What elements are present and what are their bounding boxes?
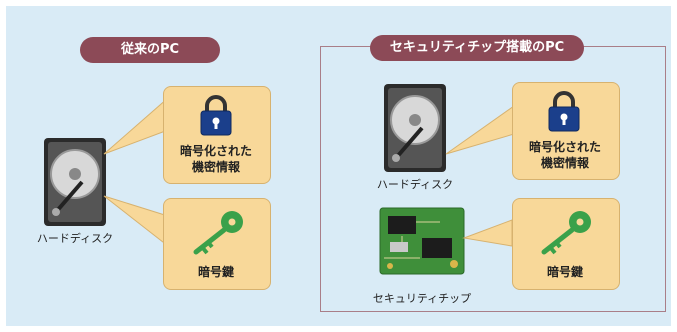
key-icon: [541, 211, 591, 255]
security-chip-icon: [379, 207, 465, 275]
right-encrypted-data-label-line1: 暗号化された: [528, 140, 601, 154]
right-encrypted-data-bubble: [512, 82, 620, 180]
lock-icon: [548, 91, 580, 132]
left-encrypted-data-label-line1: 暗号化された: [179, 144, 252, 158]
left-key-label: 暗号鍵: [197, 265, 234, 279]
right-title-badge: セキュリティチップ搭載のPC: [370, 35, 584, 61]
right-hdd-label: ハードディスク: [376, 178, 454, 191]
hard-disk-icon: [44, 138, 106, 226]
right-key-bubble: [512, 198, 620, 290]
left-title-badge: 従来のPC: [80, 37, 220, 63]
hard-disk-icon: [384, 84, 446, 172]
left-key-bubble: [163, 198, 271, 290]
left-encrypted-data-label-line2: 機密情報: [191, 160, 240, 174]
right-chip-label: セキュリティチップ: [372, 292, 472, 305]
right-encrypted-data-label-line2: 機密情報: [540, 156, 589, 170]
lock-icon: [200, 95, 232, 136]
key-icon: [193, 211, 243, 255]
right-key-label: 暗号鍵: [546, 265, 583, 279]
left-hdd-label: ハードディスク: [36, 232, 114, 245]
